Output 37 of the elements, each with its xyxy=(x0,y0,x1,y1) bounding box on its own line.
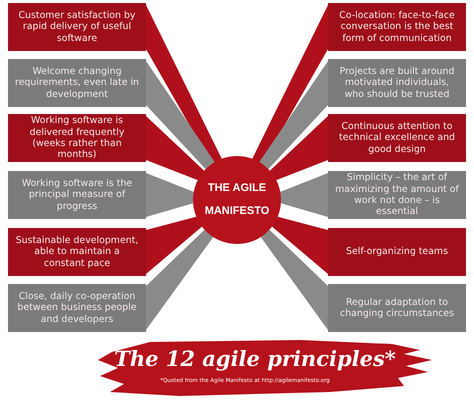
title: The 12 agile principles* xyxy=(113,346,397,371)
principle-text: Customer satisfaction by rapid delivery of useful software xyxy=(18,10,136,44)
principle-text: Sustainable development, able to maintain a constant pace xyxy=(14,234,140,270)
principle-box xyxy=(8,284,146,332)
connector-wedge xyxy=(146,5,222,164)
principle-text: Welcome changing requirements, even late in development xyxy=(14,66,140,100)
connector-wedge xyxy=(146,230,214,330)
principle-text: Working software is the principal measure of progress xyxy=(20,178,134,212)
connector-wedge xyxy=(260,230,328,330)
principle-text: Projects are built around motivated individuals, who should be trusted xyxy=(338,66,456,100)
principle-text: Close, daily co-operation between business people and developers xyxy=(16,290,138,326)
principle-text: Simplicity – the art of maximizing the amount of work not done – is essential xyxy=(334,172,460,218)
connector-wedge xyxy=(146,116,204,180)
principle-box xyxy=(8,59,146,107)
center-label: THE AGILE MANIFESTO xyxy=(204,180,270,219)
connector-wedge xyxy=(270,116,328,180)
principle-box xyxy=(328,228,466,276)
connector-wedge xyxy=(146,173,194,217)
principle-box xyxy=(8,171,146,219)
principle-box xyxy=(328,284,466,332)
principle-text: Regular adaptation to changing circumstances xyxy=(339,296,455,320)
connector-wedge xyxy=(280,173,328,217)
principle-box xyxy=(8,114,146,162)
connector-wedge xyxy=(146,216,202,274)
principle-box xyxy=(328,59,466,107)
principle-text: Self-organizing teams xyxy=(346,246,448,258)
principle-box xyxy=(8,3,146,51)
principle-text: Co-location: face-to-face conversation is the best form of communication xyxy=(338,10,456,44)
principle-box xyxy=(8,228,146,276)
principle-box xyxy=(328,3,466,51)
principle-text: Continuous attention to technical excellence and good design xyxy=(338,120,456,156)
connector-wedge xyxy=(259,61,328,170)
connector-wedge xyxy=(252,5,328,164)
connector-wedge xyxy=(146,61,215,170)
connector-wedge xyxy=(272,216,328,274)
principle-box xyxy=(328,114,466,162)
principle-text: Working software is delivered frequently (weeks rather than months) xyxy=(28,115,126,161)
